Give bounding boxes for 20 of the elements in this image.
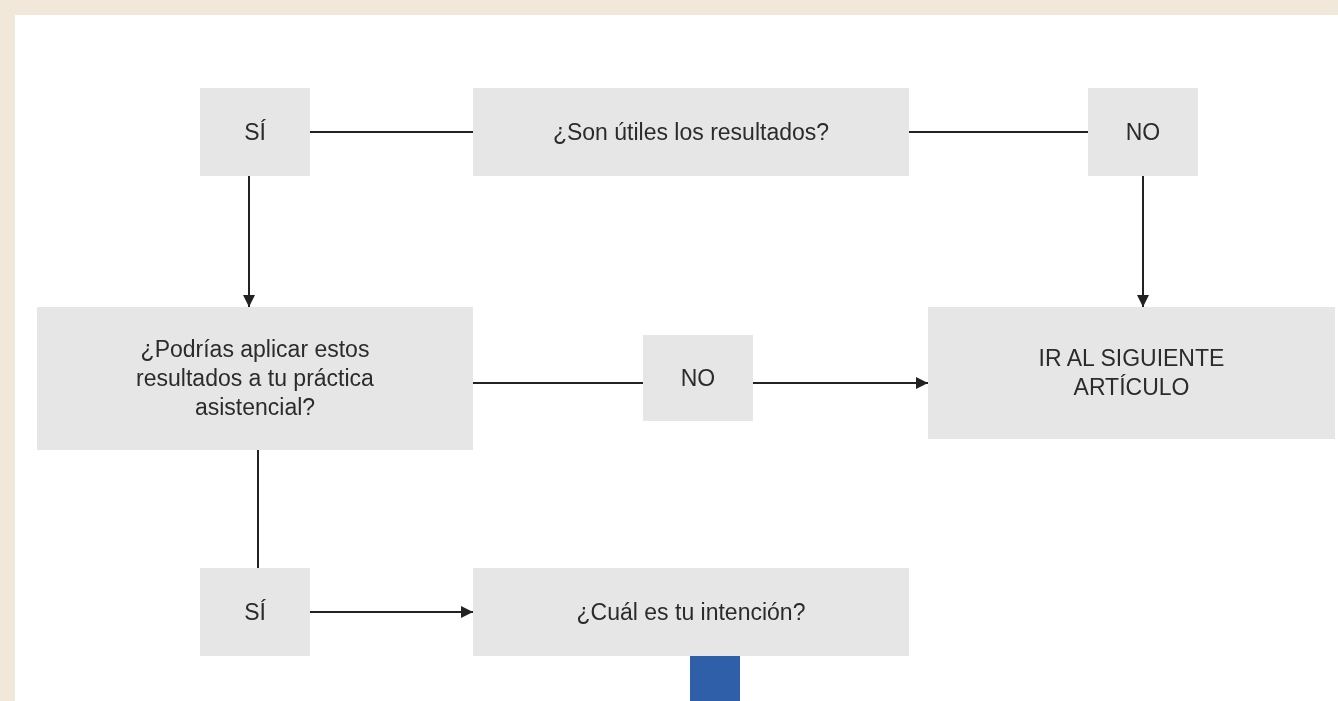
box-label: NO (680, 363, 716, 393)
flow-box (643, 335, 753, 421)
flow-box (37, 307, 473, 450)
flow-box (1088, 88, 1198, 176)
flow-box (473, 88, 909, 176)
arrow (243, 175, 255, 308)
box-label: IR AL SIGUIENTE ARTÍCULO (1037, 344, 1226, 402)
box-label: SÍ (244, 117, 266, 147)
flow-box (200, 568, 310, 656)
flow-box (473, 568, 909, 656)
box-label: ¿Cuál es tu intención? (576, 597, 806, 627)
box-label: NO (1125, 117, 1161, 147)
arrow (309, 606, 474, 618)
flow-box (200, 88, 310, 176)
box-label: SÍ (244, 597, 266, 627)
box-label: ¿Son útiles los resultados? (552, 117, 830, 147)
arrow (1137, 175, 1149, 308)
arrow (752, 377, 929, 389)
box-label: ¿Podrías aplicar estos resultados a tu práctica asistencial? (135, 335, 375, 422)
flow-box (928, 307, 1335, 439)
